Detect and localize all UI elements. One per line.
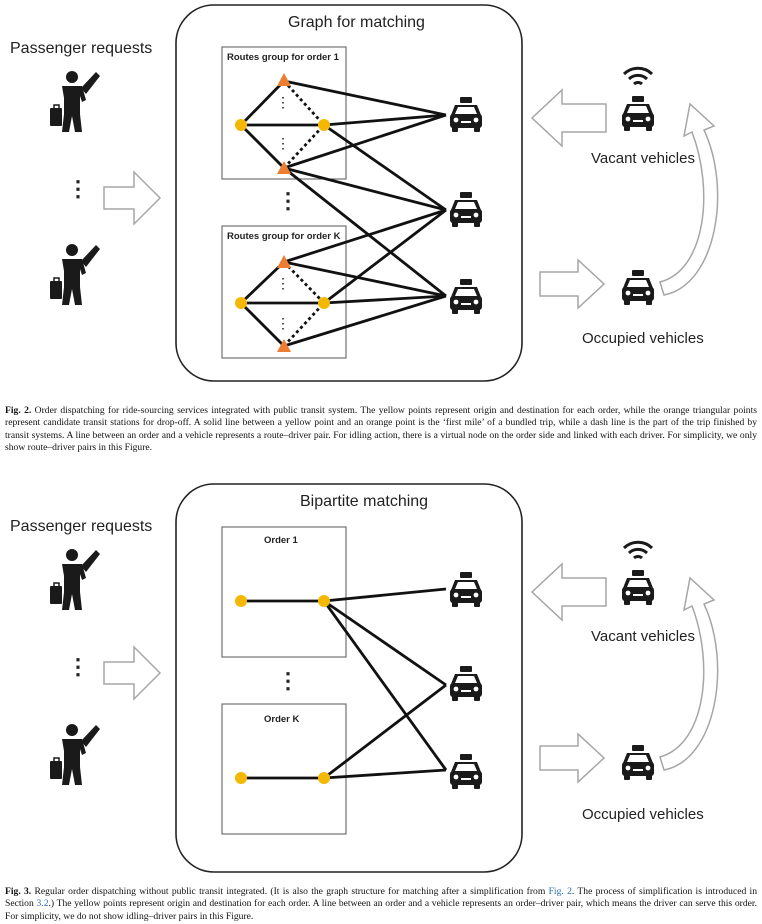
figure-3-caption: Fig. 3. Regular order dispatching withou… — [5, 886, 757, 923]
order-k-box — [221, 703, 347, 835]
order-1-box — [221, 526, 347, 658]
passenger-requests-label: Passenger requests — [10, 518, 153, 535]
origin-node — [235, 772, 247, 784]
route-group-k-label: Routes group for order K — [227, 231, 341, 242]
route-group-1-box — [221, 46, 347, 180]
transit-station-node — [277, 255, 291, 268]
passenger-icon — [49, 723, 101, 786]
destination-node — [318, 772, 330, 784]
route-group-k-graph: ⋮ ⋮ — [235, 255, 330, 352]
caption-text: Order dispatching for ride-sourcing serv… — [5, 405, 757, 454]
route-group-1-graph: ⋮ ⋮ — [235, 73, 330, 174]
return-arrow — [659, 576, 719, 771]
origin-node — [235, 595, 247, 607]
order-driver-edges — [241, 587, 448, 780]
section-reference-link[interactable]: 3.2 — [36, 898, 49, 910]
vacant-vehicle-icon — [622, 570, 654, 605]
route-group-1-label: Routes group for order 1 — [227, 52, 339, 63]
figure-3-graphic — [49, 483, 719, 873]
vacant-vehicles-label: Vacant vehicles — [591, 628, 695, 645]
svg-text:⋮: ⋮ — [276, 275, 290, 291]
ellipsis: ⋮ — [277, 188, 299, 213]
caption-number: Fig. 3. — [5, 886, 32, 897]
svg-text:⋮: ⋮ — [276, 315, 290, 331]
taxi-icon — [450, 754, 482, 789]
figure-2-graphic: ⋮ ⋮ ⋮ ⋮ — [49, 4, 719, 382]
ellipsis: ⋮ — [277, 668, 299, 693]
passenger-requests-label: Passenger requests — [10, 40, 153, 57]
taxi-icon — [450, 666, 482, 701]
passenger-icon — [49, 70, 101, 133]
graph-box — [175, 4, 523, 382]
order-1-label: Order 1 — [264, 535, 298, 546]
caption-number: Fig. 2. — [5, 405, 32, 416]
occupied-vehicles-label: Occupied vehicles — [582, 330, 704, 347]
origin-node — [235, 297, 247, 309]
occupied-arrow — [539, 258, 606, 310]
occupied-arrow — [539, 732, 606, 784]
route-driver-edges — [283, 79, 447, 348]
figure-3: Bipartite matching Passenger requests ⋮ … — [0, 478, 762, 878]
figure-title: Graph for matching — [288, 14, 425, 31]
taxi-icon — [450, 97, 482, 132]
requests-arrow — [103, 170, 162, 226]
origin-node — [235, 119, 247, 131]
passenger-icon — [49, 243, 101, 306]
vacant-arrow — [530, 88, 607, 148]
figure-reference-link[interactable]: Fig. 2 — [548, 886, 572, 897]
destination-node — [318, 595, 330, 607]
caption-text: .) The yellow points represent origin an… — [5, 898, 757, 922]
route-group-k-box — [221, 225, 347, 359]
transit-station-node — [277, 73, 291, 86]
svg-text:⋮: ⋮ — [276, 135, 290, 151]
return-arrow — [659, 102, 719, 296]
svg-text:⋮: ⋮ — [276, 94, 290, 110]
occupied-vehicle-icon — [622, 270, 654, 305]
wifi-signal-icon — [622, 66, 654, 86]
taxi-icon — [450, 279, 482, 314]
caption-text: Regular order dispatching without public… — [31, 886, 549, 897]
passenger-icon — [49, 548, 101, 611]
destination-node — [318, 297, 330, 309]
taxi-icon — [450, 192, 482, 227]
figure-2: ⋮ ⋮ ⋮ ⋮ Graph for matc — [0, 0, 762, 392]
wifi-signal-icon — [622, 540, 654, 560]
order-k-label: Order K — [264, 714, 300, 725]
caption-text: . The process of simplification is intro… — [5, 886, 758, 910]
requests-arrow — [103, 645, 162, 701]
figure-title: Bipartite matching — [300, 493, 429, 510]
figure-2-caption: Fig. 2. Order dispatching for ride-sourc… — [5, 405, 757, 455]
vacant-vehicles-label: Vacant vehicles — [591, 150, 695, 167]
transit-station-node — [277, 339, 291, 352]
ellipsis: ⋮ — [67, 654, 89, 679]
vacant-vehicle-icon — [622, 96, 654, 131]
taxi-icon — [450, 572, 482, 607]
occupied-vehicle-icon — [622, 745, 654, 780]
occupied-vehicles-label: Occupied vehicles — [582, 806, 704, 823]
ellipsis: ⋮ — [67, 176, 89, 201]
destination-node — [318, 119, 330, 131]
vacant-arrow — [530, 562, 607, 622]
transit-station-node — [277, 161, 291, 174]
graph-box — [175, 483, 523, 873]
